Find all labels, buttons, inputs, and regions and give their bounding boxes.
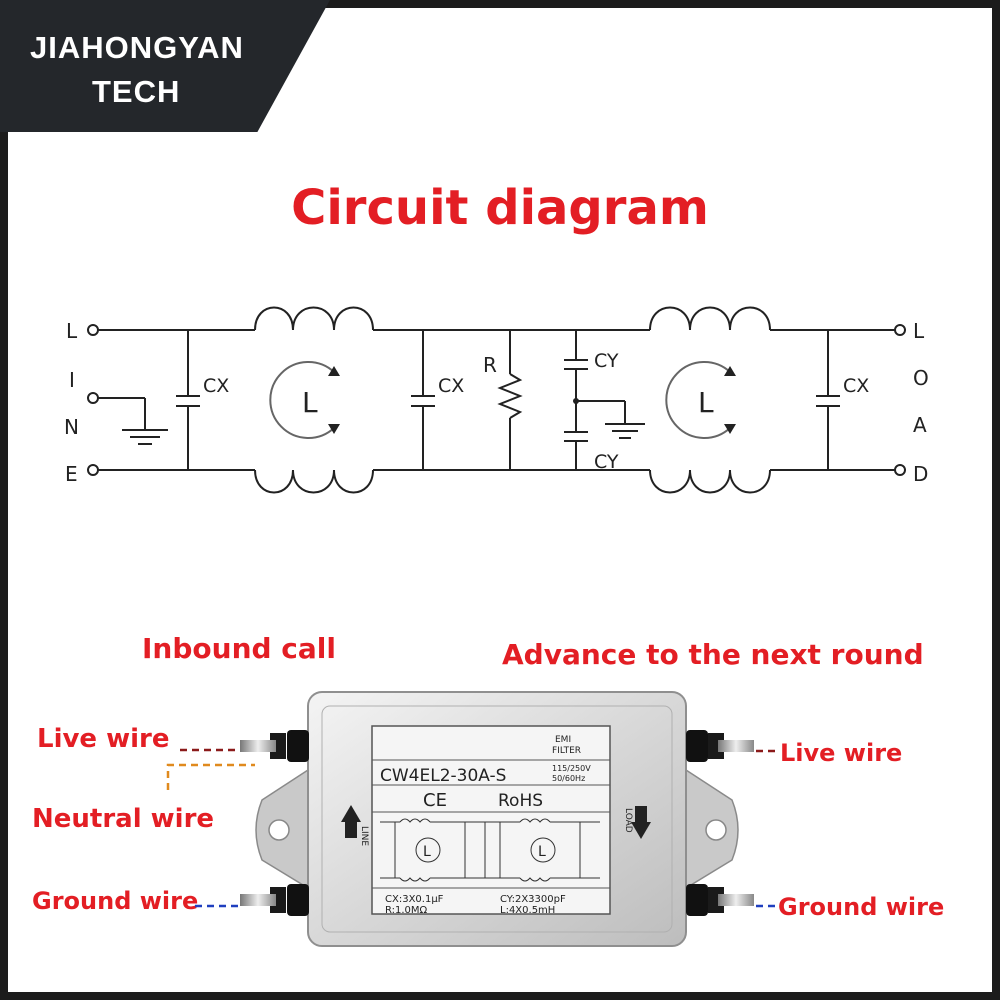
inbound-label: Inbound call [142,632,336,665]
resistor-zigzag [497,373,523,419]
inductor-arrow-left [269,361,335,439]
cx3-label: CX [843,375,869,397]
spec-cx: CX:3X0.1μF [385,894,444,905]
filter-text: FILTER [552,746,581,756]
inductor-coil-bottom-left [254,469,374,494]
load-letter-O: O [913,366,929,390]
spec-l: L:4X0.5mH [500,905,555,916]
case-inner-edge [321,705,673,933]
mounting-hole-left [268,819,290,841]
line-arrow-icon [341,805,361,822]
terminal-left-E [87,464,99,476]
terminal-right-bottom [894,464,906,476]
spec-cy: CY:2X3300pF [500,894,566,905]
load-side-text: LOAD [623,808,633,833]
emi-text: EMI [555,735,571,745]
line-arrow-stem [345,822,357,838]
line-letter-N: N [64,415,79,439]
terminal-studs [240,730,754,916]
ground-wire-right-label: Ground wire [778,893,945,921]
arrowhead-right-bottom [724,424,736,434]
terminal-right-top [894,324,906,336]
page-title: Circuit diagram [291,180,709,236]
load-letter-D: D [913,462,928,486]
inductor-arrow-right [665,361,731,439]
load-arrow-stem [635,806,647,822]
advance-label: Advance to the next round [502,638,924,671]
ce-mark: CE [423,790,447,811]
arrowhead-right-top [724,366,736,376]
rohs-mark: RoHS [498,791,543,811]
cy1-label: CY [594,350,619,372]
terminal-left-N [87,392,99,404]
line-letter-L: L [66,319,78,343]
cx2-label: CX [438,375,464,397]
line-side-text: LINE [359,826,369,846]
load-letter-L: L [913,319,925,343]
cy-junction-dot [573,398,579,404]
resistor-label: R [483,353,497,377]
brand-line-1: JIAHONGYAN [30,30,244,65]
spec-r: R:1.0MΩ [385,905,428,916]
inductor-label-left: L [302,386,318,419]
circuit-diagram: L I N E L O A D CX CX CX CY CY R L L [64,306,929,494]
mini-inductor-right: L [538,844,546,860]
inductor-coil-top-right [649,306,771,331]
line-letter-I: I [69,368,75,392]
brand-line-2: TECH [92,74,181,109]
cx1-label: CX [203,375,229,397]
inductor-label-right: L [698,386,714,419]
load-arrow-icon [631,822,651,839]
live-wire-left-label: Live wire [37,724,170,754]
voltage-text: 115/250V [552,764,591,773]
arrowhead-left-bottom [328,424,340,434]
neutral-wire-left-label: Neutral wire [32,804,215,834]
mounting-hole-right [705,819,727,841]
frequency-text: 50/60Hz [552,774,585,783]
load-letter-A: A [913,413,927,437]
line-letter-E: E [65,462,78,486]
live-wire-right-label: Live wire [780,739,903,767]
terminal-left-L [87,324,99,336]
inductor-coil-top-left [254,306,374,331]
model-number: CW4EL2-30A-S [380,766,506,786]
neutral-wire-indicator [166,763,255,790]
arrowhead-left-top [328,366,340,376]
cy2-label: CY [594,451,619,473]
label-mini-schematic [380,818,600,882]
inductor-coil-bottom-right [649,469,771,494]
ground-wire-left-label: Ground wire [32,887,199,915]
mini-inductor-left: L [423,844,431,860]
